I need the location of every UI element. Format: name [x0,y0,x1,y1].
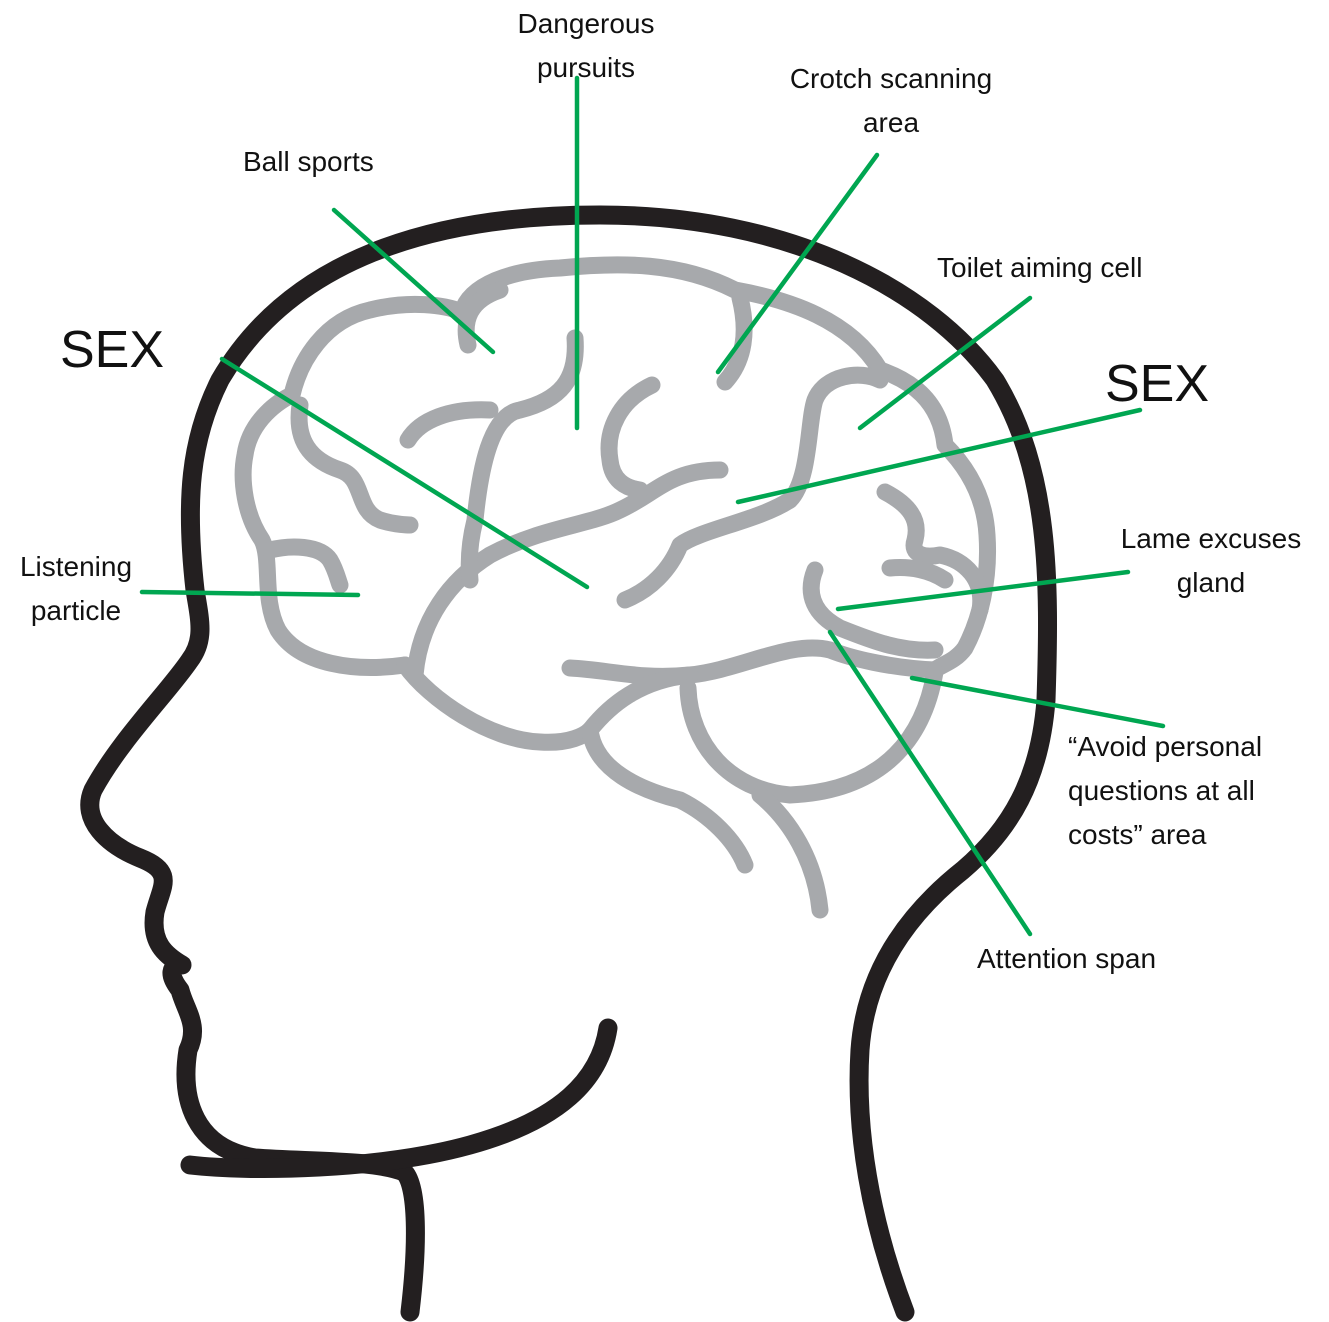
temporal-lobe [405,665,690,742]
label-attention-span: Attention span [977,937,1156,981]
label-ball-sports: Ball sports [243,140,374,184]
label-dangerous-pursuits-line-2: pursuits [480,46,692,90]
fold-j [890,568,945,581]
cerebellum [590,730,745,865]
jaw-line [190,1028,608,1168]
label-avoid-personal: “Avoid personal questions at all costs” … [1068,725,1262,857]
label-listening-particle-line-1: Listening [5,545,147,589]
brain [243,265,987,910]
fold-a [466,290,500,345]
label-crotch-scanning-line-2: area [760,101,1022,145]
label-toilet-aiming-text: Toilet aiming cell [937,252,1142,283]
label-crotch-scanning-line-1: Crotch scanning [760,57,1022,101]
label-lame-excuses-line-2: gland [1100,561,1322,605]
fold-e [270,547,340,585]
fold-f [609,385,652,490]
pointer-listening-particle [142,592,358,595]
label-ball-sports-text: Ball sports [243,146,374,177]
label-lame-excuses: Lame excuses gland [1100,517,1322,605]
label-sex-right-text: SEX [1105,355,1209,413]
label-sex-left: SEX [60,320,164,380]
label-crotch-scanning: Crotch scanning area [760,57,1022,145]
label-toilet-aiming: Toilet aiming cell [937,246,1142,290]
label-lame-excuses-line-1: Lame excuses [1100,517,1322,561]
label-dangerous-pursuits: Dangerous pursuits [480,2,692,90]
label-sex-right: SEX [1105,354,1209,414]
brainstem [760,795,820,910]
label-avoid-personal-line-3: costs” area [1068,813,1262,857]
fold-k [811,570,935,650]
label-avoid-personal-line-2: questions at all [1068,769,1262,813]
label-listening-particle-line-2: particle [5,589,147,633]
label-dangerous-pursuits-line-1: Dangerous [480,2,692,46]
label-sex-left-text: SEX [60,321,164,379]
label-listening-particle: Listening particle [5,545,147,633]
label-avoid-personal-line-1: “Avoid personal [1068,725,1262,769]
fold-c [408,410,490,440]
label-attention-span-text: Attention span [977,943,1156,974]
